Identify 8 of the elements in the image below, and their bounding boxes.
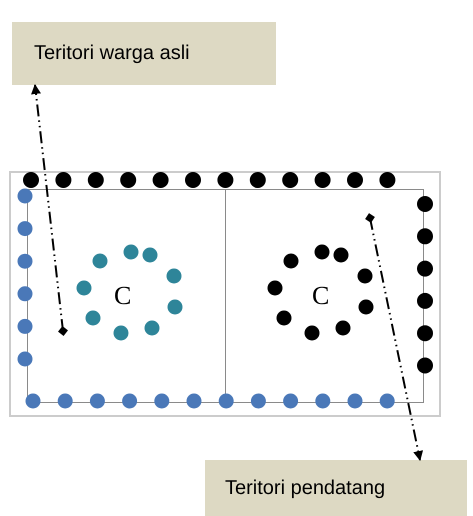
- arrow: [365, 213, 424, 461]
- cell-label: C: [312, 281, 330, 311]
- territory-label: Teritori warga asli: [34, 42, 190, 65]
- cell-label: C: [114, 281, 132, 311]
- arrow: [31, 84, 68, 336]
- territory-label-box: [205, 460, 467, 516]
- territory-label: Teritori pendatang: [225, 476, 386, 500]
- territory-label-box: [12, 22, 276, 85]
